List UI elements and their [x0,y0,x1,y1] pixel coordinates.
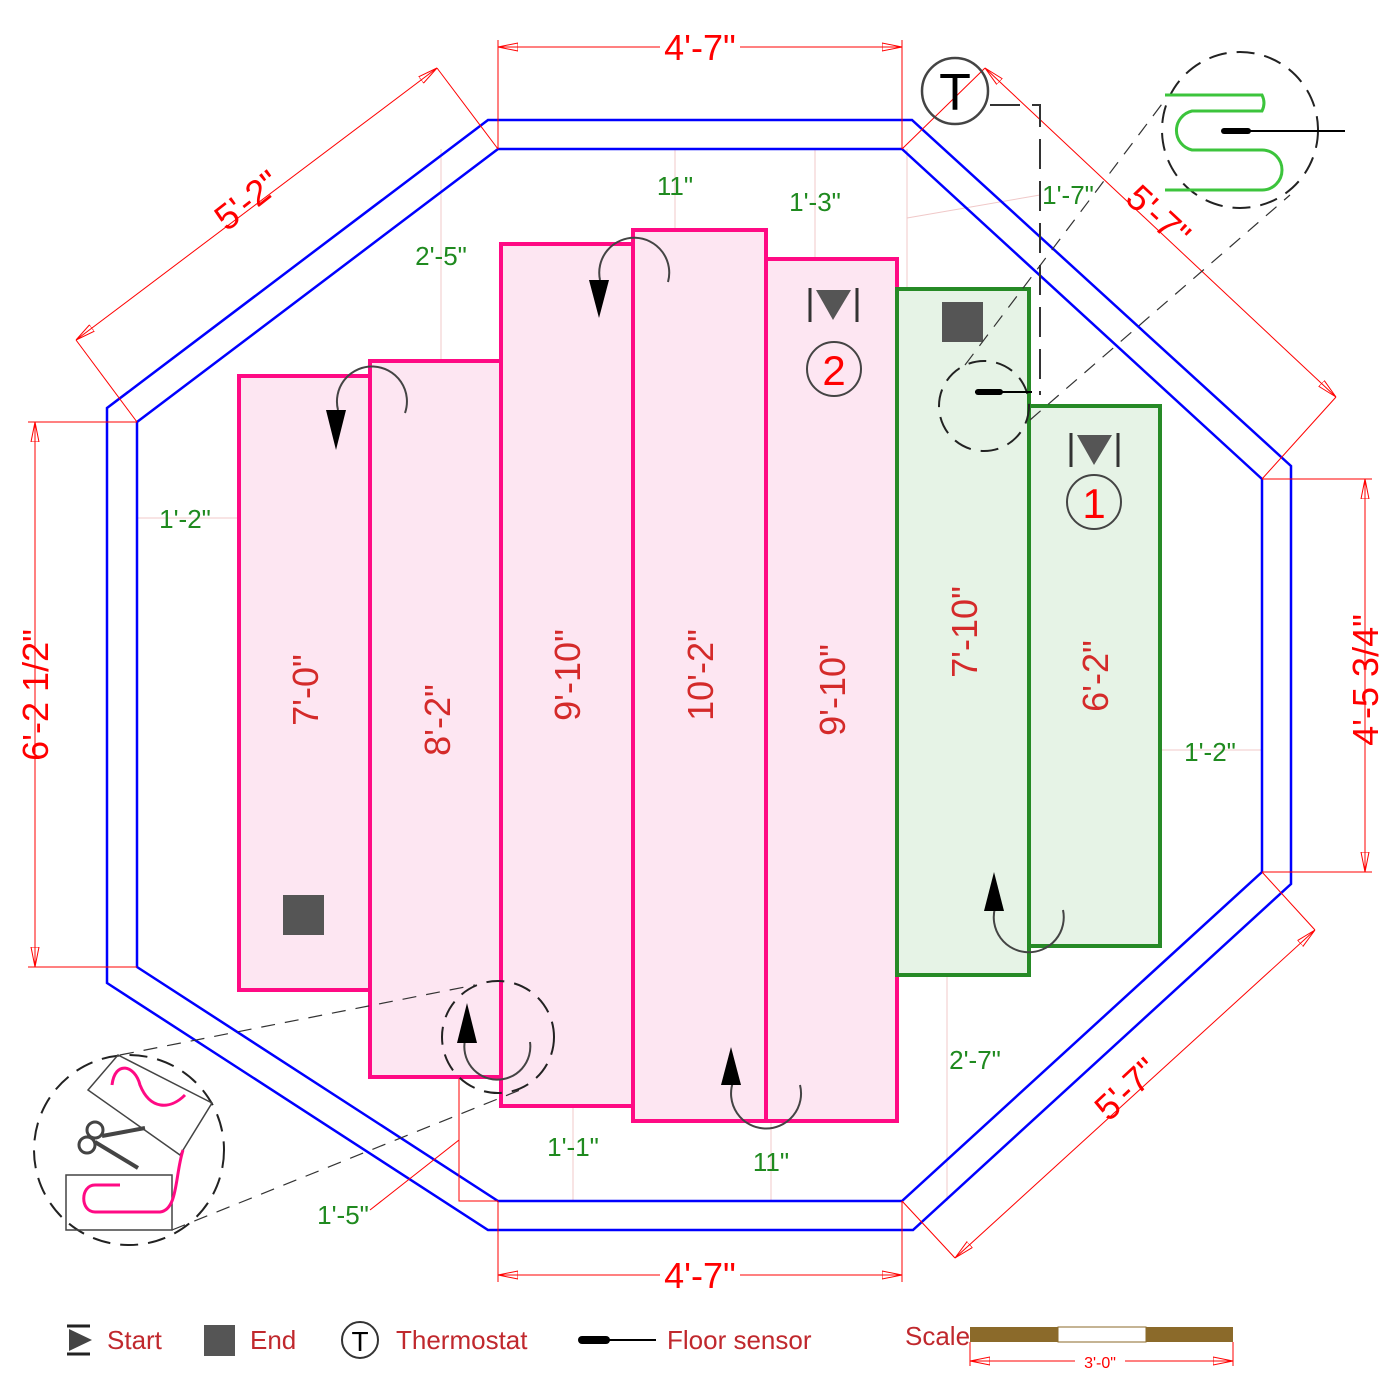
legend-start-icon [67,1324,92,1356]
arrow-up-icon [457,1003,477,1043]
start-icon [1069,433,1120,467]
arrow-down-icon [326,410,346,450]
svg-text:1: 1 [1082,480,1105,527]
legend-start-label: Start [107,1325,163,1355]
dimension-top: 4'-7" [664,27,736,68]
clearance-label: 1'-5" [317,1200,369,1230]
heating-strip[interactable] [895,287,1031,977]
end-icon [283,895,324,935]
svg-text:2: 2 [822,347,845,394]
legend-end-label: End [250,1325,296,1355]
heating-mat-zone-1 [895,287,1162,977]
scale-length: 3'-0" [1084,1355,1116,1372]
strip-length: 9'-10" [812,644,853,736]
heating-strip[interactable] [764,257,899,1123]
clearance-label: 1'-2" [1184,737,1236,767]
legend-thermostat-icon: T [341,1321,379,1359]
arrow-up-icon [721,1047,741,1085]
cut-detail-inset [33,1054,225,1246]
start-icon [808,288,859,322]
thermostat[interactable]: T [920,56,990,126]
sensor-detail-inset [1161,51,1345,209]
clearance-label: 1'-1" [547,1132,599,1162]
clearance-guides [137,149,1262,1201]
heating-strip[interactable] [631,228,768,1123]
dimension-left: 6'-2 1/2" [15,629,56,761]
heating-strip[interactable] [499,242,635,1108]
legend-end-icon [204,1325,235,1356]
scale-bar [970,1326,1233,1343]
zone-1-badge: 1 [1066,474,1122,530]
legend-thermostat-label: Thermostat [396,1325,528,1355]
end-icon [942,302,983,342]
clearance-label: 2'-5" [415,241,467,271]
heating-strip[interactable] [1027,404,1162,948]
dimension-right: 4'-5 3/4" [1345,614,1386,746]
cut-detail-circle [441,980,555,1094]
strip-length: 9'-10" [547,629,588,721]
strip-length: 6'-2" [1075,640,1116,712]
strip-length: 7'-10" [944,586,985,678]
svg-text:T: T [939,64,971,122]
legend-floor-sensor-label: Floor sensor [667,1325,812,1355]
clearance-label: 2'-7" [949,1045,1001,1075]
clearance-label: 11" [753,1147,789,1177]
turn-arrows [335,236,1065,1130]
heating-mat-zone-2 [237,228,899,1123]
scale-label: Scale [905,1321,970,1351]
sensor-detail-circle [938,360,1030,452]
sensor-wire [990,104,1041,395]
strip-length: 10'-2" [680,629,721,721]
zone-2-badge: 2 [806,341,862,397]
scissors-icon [77,1120,146,1170]
clearance-label: 1'-2" [159,504,211,534]
strip-length: 8'-2" [417,684,458,756]
legend: Start End T Thermostat Floor sensor Scal… [67,1321,1234,1372]
strip-length: 7'-0" [285,654,326,726]
dimension-top-left: 5'-2" [206,162,288,238]
clearance-label: 1'-3" [789,187,841,217]
direction-arrowheads [326,280,1004,1085]
svg-text:T: T [351,1326,368,1357]
dimension-lines [28,40,1372,1282]
dimension-bottom: 4'-7" [664,1255,736,1296]
arrow-up-icon [984,872,1004,911]
clearance-label: 11" [657,171,693,201]
heating-strip[interactable] [368,359,503,1079]
arrow-down-icon [589,280,609,318]
